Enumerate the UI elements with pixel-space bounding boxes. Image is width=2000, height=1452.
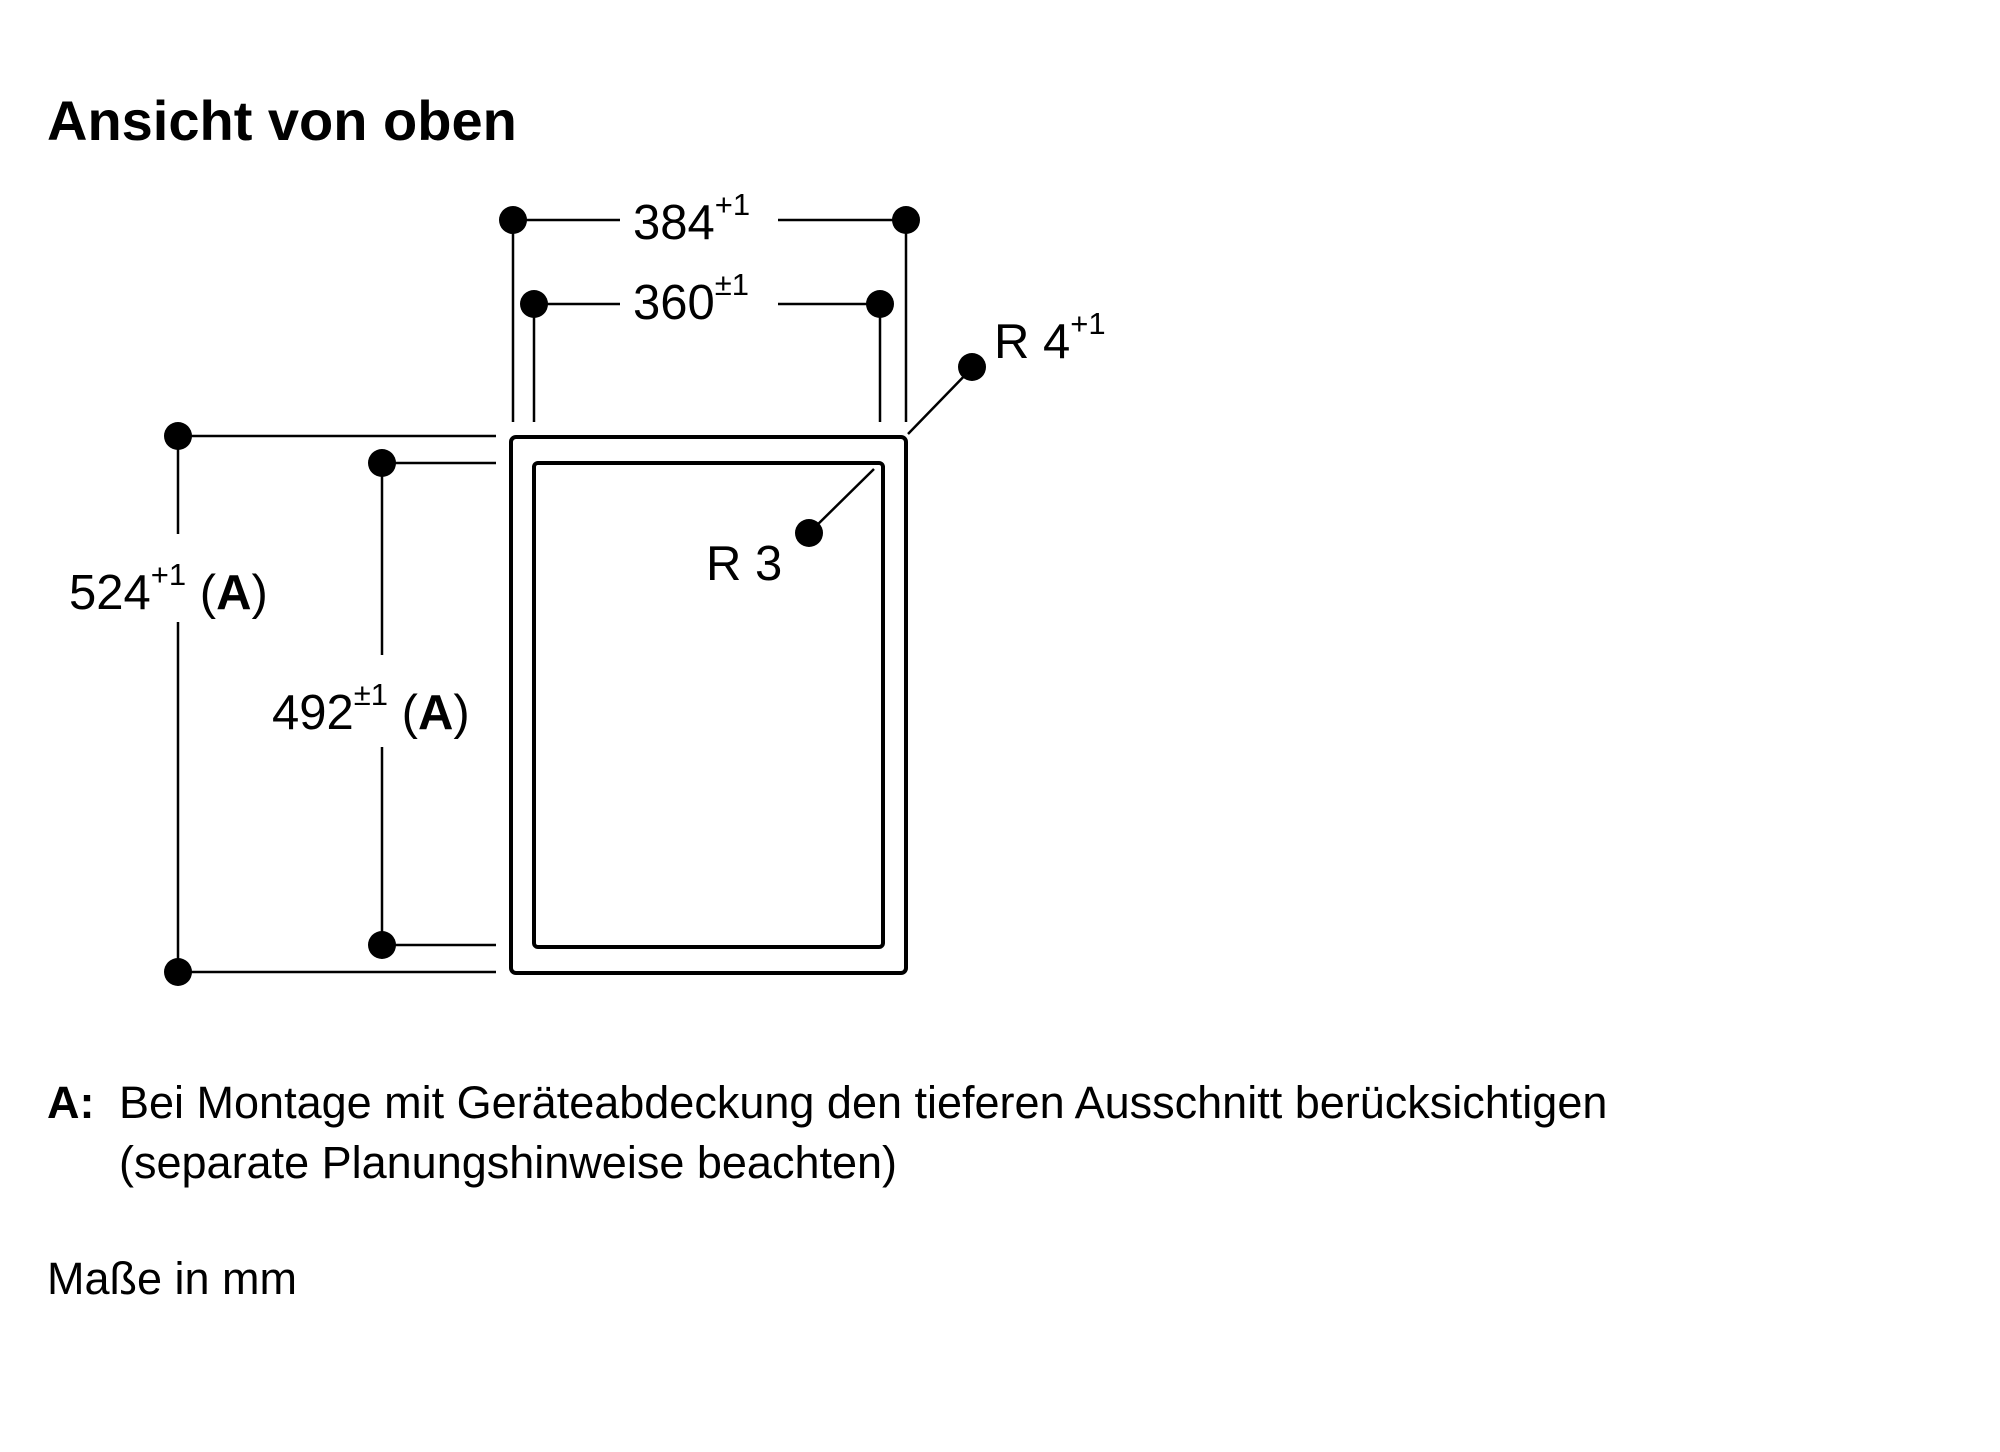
inner-radius-leader xyxy=(808,468,875,534)
outer-width-value: 384 xyxy=(633,196,715,250)
outer-width-label: 384+1 xyxy=(633,187,750,250)
outer-radius-value: R 4 xyxy=(994,315,1070,369)
outer-height-label: 524+1 (A) xyxy=(69,557,268,620)
inner-width-label: 360±1 xyxy=(633,267,749,330)
inner-width-endpoint-left xyxy=(520,290,548,318)
footnote-a: A: Bei Montage mit Geräteabdeckung den t… xyxy=(47,1077,1607,1188)
inner-height-dimension: 492±1 (A) xyxy=(272,449,496,959)
inner-radius-label: R 3 xyxy=(706,537,782,591)
outer-radius-callout: R 4+1 xyxy=(907,306,1106,435)
outer-height-value: 524 xyxy=(69,566,151,620)
inner-height-paren-open: ( xyxy=(388,686,419,740)
inner-cutout-outline xyxy=(532,461,885,949)
outer-radius-leader xyxy=(907,367,973,435)
footnote-key: A: xyxy=(47,1077,94,1128)
outer-radius-tolerance: +1 xyxy=(1070,306,1105,341)
outer-radius-endpoint xyxy=(958,353,986,381)
outer-height-reference: A xyxy=(216,566,251,620)
outer-width-endpoint-right xyxy=(892,206,920,234)
inner-width-tolerance: ±1 xyxy=(715,267,749,302)
footnote-line-2: (separate Planungshinweise beachten) xyxy=(119,1137,897,1188)
inner-height-paren-close: ) xyxy=(453,686,469,740)
inner-width-dimension: 360±1 xyxy=(520,267,894,422)
outer-cutout-outline xyxy=(509,435,908,975)
inner-height-reference: A xyxy=(418,686,453,740)
outer-height-paren-close: ) xyxy=(251,566,267,620)
units-label: Maße in mm xyxy=(47,1253,297,1304)
outer-height-endpoint-top xyxy=(164,422,192,450)
inner-height-endpoint-bottom xyxy=(368,931,396,959)
outer-height-dimension: 524+1 (A) xyxy=(69,422,496,986)
inner-radius-endpoint xyxy=(795,519,823,547)
inner-height-tolerance: ±1 xyxy=(354,677,388,712)
inner-height-label: 492±1 (A) xyxy=(272,677,470,740)
inner-height-value: 492 xyxy=(272,686,354,740)
outer-width-tolerance: +1 xyxy=(715,187,750,222)
page-title: Ansicht von oben xyxy=(47,89,517,152)
outer-height-paren-open: ( xyxy=(186,566,217,620)
outer-width-dimension: 384+1 xyxy=(499,187,920,422)
inner-width-value: 360 xyxy=(633,276,715,330)
inner-radius-callout: R 3 xyxy=(706,468,875,591)
inner-height-endpoint-top xyxy=(368,449,396,477)
outer-height-tolerance: +1 xyxy=(151,557,186,592)
outer-width-endpoint-left xyxy=(499,206,527,234)
outer-radius-label: R 4+1 xyxy=(994,306,1106,369)
footnote-line-1: Bei Montage mit Geräteabdeckung den tief… xyxy=(119,1077,1607,1128)
outer-height-endpoint-bottom xyxy=(164,958,192,986)
inner-width-endpoint-right xyxy=(866,290,894,318)
